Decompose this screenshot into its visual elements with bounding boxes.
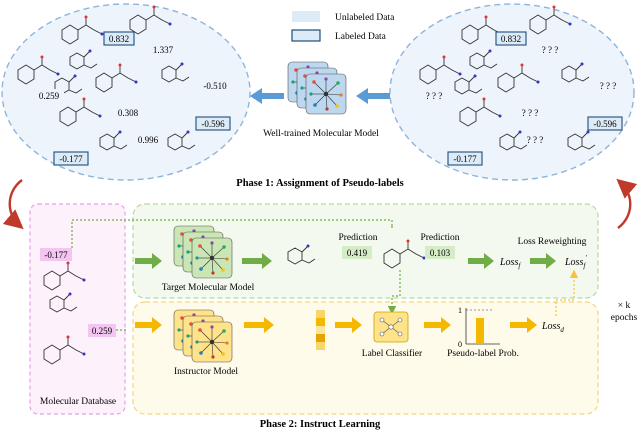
prediction-value-2: 0.103 [430, 248, 451, 258]
db-value-bottom: 0.259 [92, 326, 113, 336]
phase2-title: Phase 2: Instruct Learning [260, 419, 381, 430]
route-to-reweighting [555, 269, 579, 316]
value-label: -0.596 [593, 119, 617, 129]
value-label: -0.177 [59, 154, 83, 164]
value-label: 0.832 [109, 34, 129, 44]
right-value-boxes: 0.832 ? ? ? ? ? ? ? ? ? ? ? ? -0.596 -0.… [426, 31, 623, 166]
prediction-value-box [342, 246, 372, 259]
well-trained-model-caption: Well-trained Molecular Model [263, 129, 379, 139]
prob-bar [476, 318, 484, 344]
prob-axis-tick: 0 [458, 340, 462, 349]
arrow-from-unlabeled [356, 88, 390, 104]
prob-axis-tick: 1 [458, 306, 462, 315]
labeled-value-box [495, 31, 527, 46]
value-label: 0.308 [118, 108, 139, 118]
green-arrow-reweight [530, 253, 556, 269]
database-caption: Molecular Database [40, 397, 116, 407]
prediction-value-box [425, 246, 455, 259]
unknown-value-label: ? ? ? [542, 45, 558, 55]
value-label: -0.510 [203, 81, 227, 91]
route-to-classifier [392, 226, 401, 312]
unlabeled-value-box [148, 43, 178, 56]
value-label: 0.259 [39, 91, 60, 101]
left-value-boxes: 0.832 1.337 0.259 0.308 -0.510 -0.596 -0… [34, 31, 231, 166]
legend-unlabeled-label: Unlabeled Data [335, 13, 395, 23]
unlabeled-value-box [133, 133, 163, 146]
db-value-box [88, 324, 116, 337]
loss-d: Lossd [541, 321, 564, 334]
prediction-label-1: Prediction [338, 233, 377, 243]
green-arrow-to-loss [468, 253, 494, 269]
value-label: 0.832 [501, 34, 521, 44]
green-arrow-out [242, 253, 272, 269]
cycle-arrow-left [2, 179, 24, 230]
value-label: 1.337 [153, 45, 174, 55]
value-label: -0.177 [453, 154, 477, 164]
target-model-caption: Target Molecular Model [162, 283, 255, 293]
green-arrow-in [135, 253, 162, 269]
label-classifier-caption: Label Classifier [362, 348, 423, 359]
unlabeled-value-box [113, 106, 143, 119]
unlabeled-value-box [199, 79, 231, 92]
prediction-label-2: Prediction [420, 233, 459, 243]
arrow-to-labeled [250, 88, 284, 104]
pseudo-label-prob-chart: 1 0 [458, 306, 500, 349]
unlabeled-data-ellipse [389, 3, 635, 181]
legend-labeled-swatch [291, 29, 321, 42]
route-top [71, 219, 393, 248]
legend: Unlabeled Data Labeled Data [291, 11, 395, 42]
value-label: 0.996 [138, 135, 159, 145]
labeled-value-box [53, 151, 89, 166]
instructor-model-caption: Instructor Model [174, 367, 238, 377]
pseudo-label-prob-caption: Pseudo-label Prob. [447, 349, 519, 359]
loss-reweighting-label: Loss Reweighting [518, 237, 587, 247]
labeled-value-box [587, 116, 623, 131]
epochs-multiplier: × k [618, 301, 631, 311]
legend-unlabeled-swatch [292, 11, 320, 22]
orange-arrow-2 [335, 317, 362, 333]
phase1-title: Phase 1: Assignment of Pseudo-labels [236, 178, 403, 189]
unknown-value-label: ? ? ? [600, 81, 616, 91]
unknown-value-label: ? ? ? [527, 135, 543, 145]
classifier-network-icon [379, 317, 403, 337]
value-label: -0.596 [201, 119, 225, 129]
orange-arrow-3 [424, 317, 451, 333]
labeled-value-box [447, 151, 483, 166]
loss-f: Lossf [499, 257, 521, 270]
well-trained-model-icon [287, 61, 347, 115]
labeled-data-ellipse [1, 3, 251, 181]
orange-arrow-1 [244, 317, 274, 333]
orange-arrow-4 [510, 317, 537, 333]
unknown-value-label: ? ? ? [426, 91, 442, 101]
db-value-box [40, 248, 72, 261]
labeled-value-box [195, 116, 231, 131]
orange-arrow-in [135, 317, 162, 333]
loss-f-prime: Lossf′ [564, 254, 587, 270]
cycle-arrow-right [616, 178, 638, 229]
embedding-vector-icon [316, 310, 325, 350]
molecular-database-panel [29, 203, 126, 415]
labeled-value-box [103, 31, 135, 46]
prediction-value-1: 0.419 [347, 248, 368, 258]
db-value-top: -0.177 [44, 250, 68, 260]
epochs-label: epochs [611, 313, 638, 323]
legend-labeled-label: Labeled Data [335, 32, 387, 42]
unlabeled-value-box [34, 89, 64, 102]
unknown-value-label: ? ? ? [522, 108, 538, 118]
